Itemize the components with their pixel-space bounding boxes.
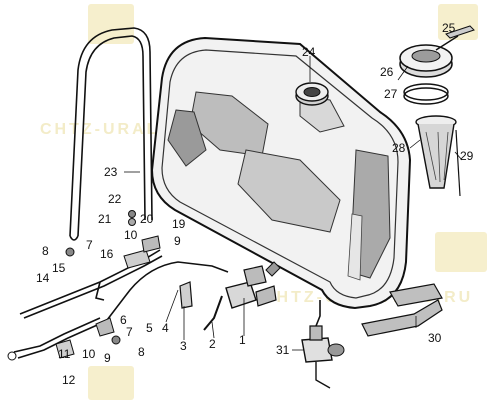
callout-27: 27 — [384, 87, 398, 101]
callout-8a: 8 — [42, 244, 49, 258]
mounting-plate — [361, 283, 443, 337]
callout-6: 6 — [120, 313, 127, 327]
callout-1: 1 — [239, 333, 246, 347]
callout-12: 12 — [62, 373, 76, 387]
fuel-filter — [415, 115, 461, 197]
callout-19: 19 — [172, 217, 186, 231]
callout-30: 30 — [428, 331, 442, 345]
callout-11: 11 — [58, 347, 71, 361]
fuel-valve — [179, 261, 281, 331]
callout-20: 20 — [140, 212, 154, 226]
callout-23: 23 — [104, 165, 118, 179]
filler-cap — [399, 25, 475, 78]
callout-25: 25 — [442, 21, 456, 35]
callout-15: 15 — [52, 261, 66, 275]
callout-28: 28 — [392, 141, 406, 155]
callout-2: 2 — [209, 337, 216, 351]
callout-22: 22 — [108, 192, 122, 206]
drain-valve — [301, 325, 345, 389]
callout-7a: 7 — [86, 238, 93, 252]
callouts: 1 2 3 4 5 6 7 7 8 8 9 9 10 10 11 12 14 1… — [36, 21, 474, 387]
callout-8b: 8 — [138, 345, 145, 359]
callout-26: 26 — [380, 65, 394, 79]
callout-3: 3 — [180, 339, 187, 353]
callout-14: 14 — [36, 271, 50, 285]
callout-31: 31 — [276, 343, 290, 357]
cap-gasket — [403, 83, 449, 105]
fittings — [7, 210, 161, 361]
callout-21: 21 — [98, 212, 112, 226]
callout-9a: 9 — [174, 234, 181, 248]
fuel-tank-body — [150, 36, 412, 310]
callout-29: 29 — [460, 149, 474, 163]
callout-4: 4 — [162, 321, 169, 335]
callout-9b: 9 — [104, 351, 111, 365]
callout-5: 5 — [146, 321, 153, 335]
callout-24: 24 — [302, 45, 316, 59]
callout-10a: 10 — [124, 228, 138, 242]
callout-16: 16 — [100, 247, 114, 261]
strap — [69, 27, 153, 241]
leader-lines — [124, 56, 463, 351]
callout-7b: 7 — [126, 325, 133, 339]
callout-10b: 10 — [82, 347, 96, 361]
